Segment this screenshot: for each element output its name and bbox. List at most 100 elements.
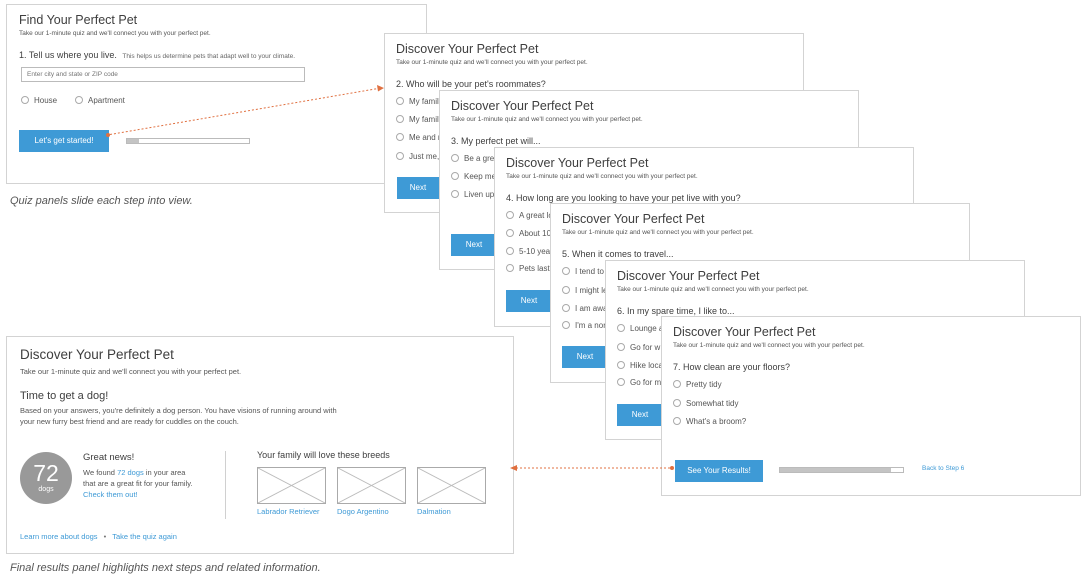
radio-icon[interactable] [396,96,404,105]
dogs-count-link[interactable]: 72 dogs [117,468,144,477]
next-button[interactable]: Next [617,404,663,426]
retake-quiz-link[interactable]: Take the quiz again [112,532,177,541]
radio-icon[interactable] [617,377,625,386]
option-label: 5-10 year [519,247,553,256]
option[interactable]: Pretty tidy [673,379,722,390]
option[interactable]: About 10 [506,228,551,239]
option[interactable]: Be a grea [451,153,499,164]
results-panel: Discover Your Perfect Pet Take our 1-min… [6,336,514,554]
quiz-panel-step-7: Discover Your Perfect Pet Take our 1-min… [661,316,1081,496]
breed-link-3[interactable]: Dalmation [417,507,451,516]
breed-link-2[interactable]: Dogo Argentino [337,507,389,516]
radio-icon[interactable] [562,266,570,275]
great-news-title: Great news! [83,452,135,463]
image-placeholder-icon [338,468,405,503]
breed-image-2[interactable] [337,467,406,504]
radio-icon[interactable] [617,323,625,332]
radio-icon[interactable] [451,189,459,198]
option[interactable]: Me and m [396,132,445,143]
radio-icon[interactable] [506,263,514,272]
next-button[interactable]: Next [562,346,608,368]
radio-icon[interactable] [21,95,29,104]
radio-icon[interactable] [451,153,459,162]
location-input[interactable] [21,67,305,82]
next-button[interactable]: Next [397,177,439,199]
image-placeholder-icon [418,468,485,503]
image-placeholder-icon [258,468,325,503]
radio-icon[interactable] [617,360,625,369]
option[interactable]: Keep me [451,171,496,182]
dog-count-circle: 72 dogs [20,452,72,504]
option[interactable]: Somewhat tidy [673,398,738,409]
option[interactable]: I might le [562,285,607,296]
breed-link-1[interactable]: Labrador Retriever [257,507,320,516]
radio-icon[interactable] [673,416,681,425]
see-results-button[interactable]: See Your Results! [675,460,763,482]
option-apartment[interactable]: Apartment [75,95,125,106]
radio-icon[interactable] [396,151,404,160]
panel-subtitle: Take our 1-minute quiz and we'll connect… [396,59,588,66]
great-news-line-1: We found 72 dogs in your area [83,468,185,477]
option[interactable]: My famil [396,114,439,125]
radio-icon[interactable] [673,398,681,407]
radio-icon[interactable] [506,210,514,219]
progress-fill [780,468,891,472]
option[interactable]: Just me, [396,151,439,162]
option[interactable]: What's a broom? [673,416,747,427]
panel-title: Find Your Perfect Pet [19,13,138,27]
question-hint: This helps us determine pets that adapt … [122,53,296,60]
next-button[interactable]: Next [451,234,497,256]
option-label: Me and m [409,133,445,142]
option-label: Hike loca [630,361,663,370]
question-1: 1. Tell us where you live. This helps us… [19,50,295,60]
vertical-divider [225,451,226,519]
radio-icon[interactable] [673,379,681,388]
panel-subtitle: Take our 1-minute quiz and we'll connect… [506,173,698,180]
radio-icon[interactable] [506,246,514,255]
option-label: Liven up [464,190,495,199]
question-text: 6. In my spare time, I like to... [617,306,735,316]
panel-title: Discover Your Perfect Pet [396,42,539,56]
option[interactable]: Lounge a [617,323,664,334]
option-label: Apartment [88,96,125,105]
radio-icon[interactable] [562,285,570,294]
check-them-out-link[interactable]: Check them out! [83,490,138,499]
option[interactable]: My famil [396,96,439,107]
radio-icon[interactable] [562,320,570,329]
option[interactable]: Hike loca [617,360,663,371]
caption-top: Quiz panels slide each step into view. [10,195,193,207]
back-to-step-6-link[interactable]: Back to Step 6 [922,465,965,472]
option-label: Lounge a [630,324,664,333]
panel-subtitle: Take our 1-minute quiz and we'll connect… [562,229,754,236]
option[interactable]: I tend to [562,266,604,277]
option-label: I tend to [575,267,604,276]
option[interactable]: Go for m [617,377,661,388]
breed-image-3[interactable] [417,467,486,504]
option[interactable]: 5-10 year [506,246,553,257]
option[interactable]: Pets last [506,263,550,274]
radio-icon[interactable] [396,132,404,141]
radio-icon[interactable] [396,114,404,123]
option-label: Pets last [519,264,550,273]
next-button[interactable]: Next [506,290,552,312]
radio-icon[interactable] [75,95,83,104]
radio-icon[interactable] [617,342,625,351]
panel-subtitle: Take our 1-minute quiz and we'll connect… [451,116,643,123]
option-label: What's a broom? [686,417,747,426]
radio-icon[interactable] [562,303,570,312]
option[interactable]: Go for w [617,342,660,353]
breed-image-1[interactable] [257,467,326,504]
option[interactable]: Liven up [451,189,495,200]
footer-links: Learn more about dogs • Take the quiz ag… [20,532,177,541]
radio-icon[interactable] [451,171,459,180]
get-started-button[interactable]: Let's get started! [19,130,109,152]
panel-title: Discover Your Perfect Pet [20,347,174,362]
learn-more-link[interactable]: Learn more about dogs [20,532,98,541]
option[interactable]: A great lo [506,210,553,221]
option[interactable]: I'm a nor [562,320,606,331]
option[interactable]: I am awa [562,303,607,314]
option-label: A great lo [519,211,553,220]
option-label: Be a grea [464,154,499,163]
radio-icon[interactable] [506,228,514,237]
option-house[interactable]: House [21,95,57,106]
